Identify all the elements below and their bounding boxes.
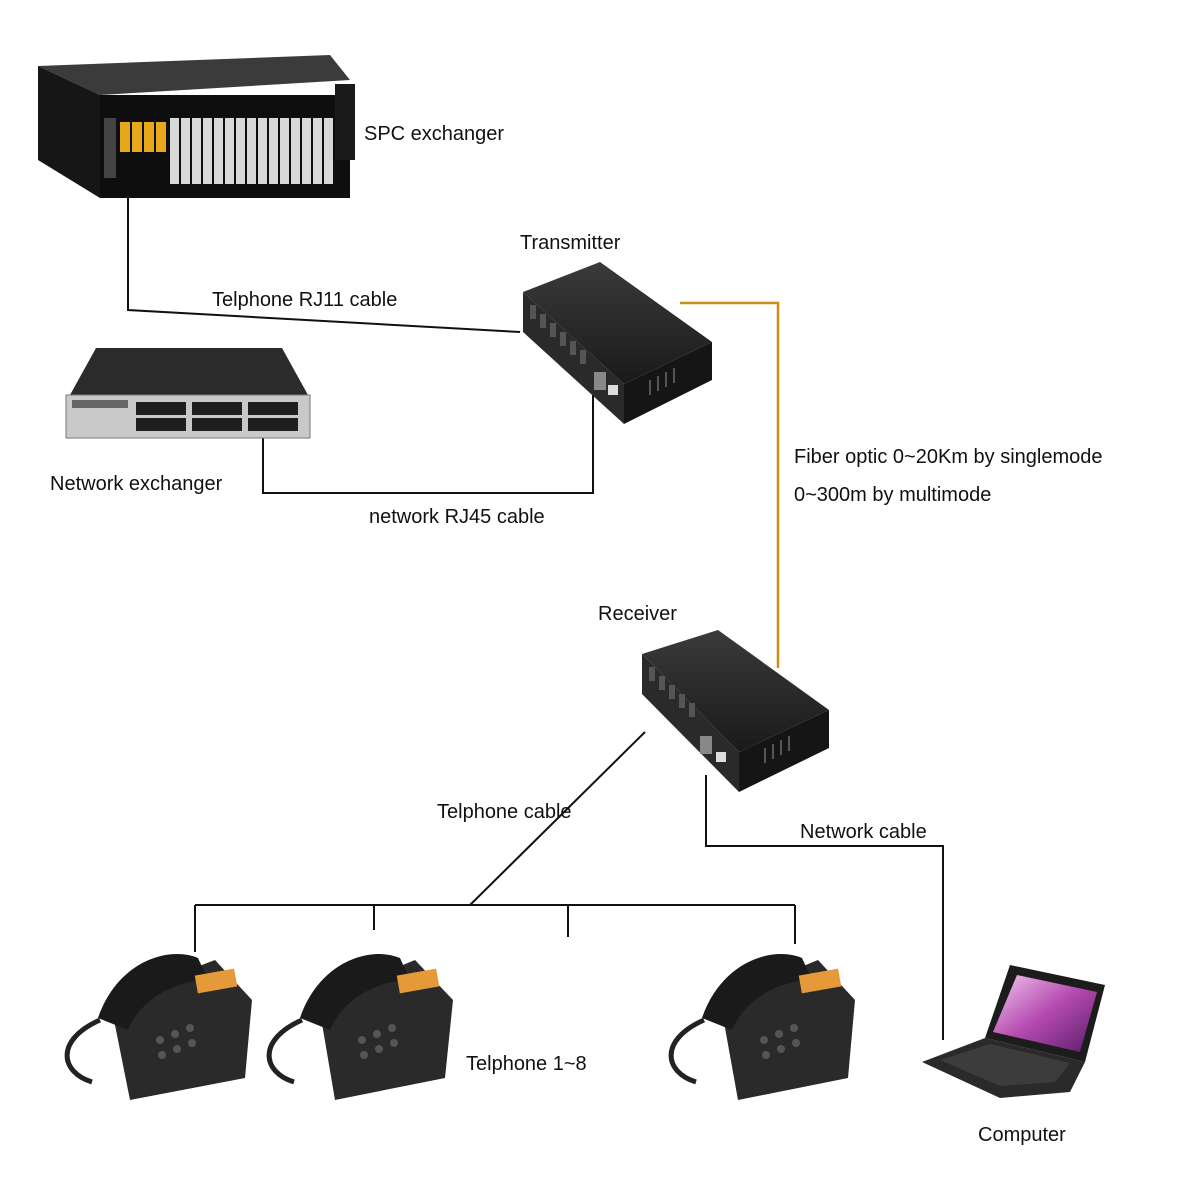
transmitter-device (523, 262, 712, 424)
rj45-cable-label: network RJ45 cable (369, 506, 545, 528)
rj45-cable-line (262, 380, 594, 494)
network-exchanger-device (65, 348, 311, 439)
computer-device (922, 965, 1105, 1098)
fiber-optic-label-line1: Fiber optic 0~20Km by singlemode (794, 446, 1103, 468)
receiver-device (642, 630, 829, 792)
cables (127, 198, 944, 1040)
computer-label: Computer (978, 1124, 1066, 1146)
network-cable-line (705, 775, 944, 1040)
rj11-cable-line (127, 198, 521, 333)
fiber-optic-label-line2: 0~300m by multimode (794, 484, 992, 506)
spc-exchanger-device (38, 55, 355, 198)
spc-exchanger-label: SPC exchanger (364, 123, 505, 145)
spc-line-cards (170, 118, 333, 184)
telephone-cable-line (469, 731, 646, 906)
telephones-label: Telphone 1~8 (466, 1053, 587, 1075)
telephone-cable-label: Telphone cable (437, 801, 572, 823)
transmitter-label: Transmitter (520, 232, 621, 254)
receiver-label: Receiver (598, 603, 677, 625)
telephone-2 (266, 954, 453, 1100)
spc-orange-modules (120, 122, 166, 152)
rj11-cable-label: Telphone RJ11 cable (212, 289, 398, 311)
network-exchanger-label: Network exchanger (50, 473, 223, 495)
fiber-optic-cable-line (680, 301, 780, 668)
telephone-1 (64, 954, 252, 1100)
network-cable-label: Network cable (800, 821, 927, 843)
telephone-3 (668, 954, 855, 1100)
